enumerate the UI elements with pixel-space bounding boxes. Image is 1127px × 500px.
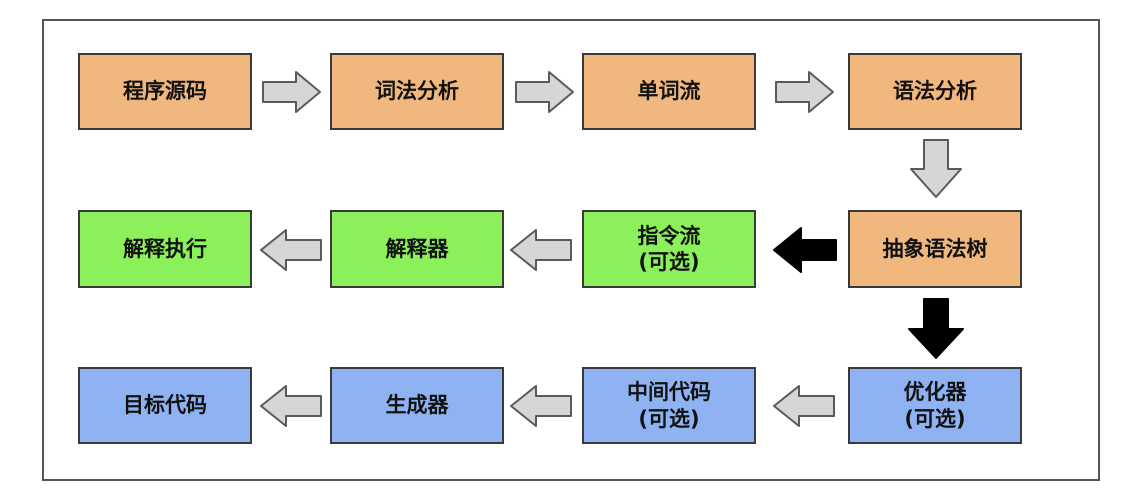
node-syntax-analysis-label: 语法分析 bbox=[893, 79, 977, 104]
arrow-right-icon bbox=[262, 71, 321, 113]
arrow-left-icon bbox=[510, 229, 572, 271]
arrow-right-icon bbox=[515, 71, 574, 113]
node-instruction-stream-optional: (可选) bbox=[638, 250, 700, 274]
node-target-code: 目标代码 bbox=[78, 367, 252, 444]
node-syntax-analysis: 语法分析 bbox=[848, 53, 1022, 130]
node-generator: 生成器 bbox=[330, 367, 504, 444]
node-optimizer-optional: (可选) bbox=[904, 406, 966, 431]
arrow-left-icon bbox=[260, 229, 322, 271]
node-ast-label: 抽象语法树 bbox=[882, 236, 988, 261]
arrow-left-icon bbox=[773, 385, 835, 427]
arrow-right-icon bbox=[775, 71, 834, 113]
node-token-stream: 单词流 bbox=[582, 53, 756, 130]
node-optimizer: 优化器 (可选) bbox=[848, 367, 1022, 444]
node-instruction-stream-label: 指令流 bbox=[637, 223, 701, 248]
node-intermediate-code-optional: (可选) bbox=[638, 406, 700, 431]
arrow-left-icon bbox=[260, 385, 322, 427]
node-interpreter-label: 解释器 bbox=[385, 236, 449, 261]
node-interpret-execute-label: 解释执行 bbox=[123, 236, 207, 261]
arrow-left-bold-icon bbox=[773, 227, 837, 273]
node-token-stream-label: 单词流 bbox=[637, 79, 701, 104]
node-target-code-label: 目标代码 bbox=[123, 393, 207, 418]
node-source-code-label: 程序源码 bbox=[123, 79, 207, 104]
node-instruction-stream: 指令流 (可选) bbox=[582, 210, 756, 288]
node-generator-label: 生成器 bbox=[385, 393, 449, 418]
node-optimizer-label: 优化器 bbox=[903, 380, 967, 405]
node-interpret-execute: 解释执行 bbox=[78, 210, 252, 288]
node-interpreter: 解释器 bbox=[330, 210, 504, 288]
arrow-left-icon bbox=[510, 385, 572, 427]
node-ast: 抽象语法树 bbox=[848, 210, 1022, 288]
node-lexical-analysis-label: 词法分析 bbox=[375, 79, 459, 104]
arrow-down-bold-icon bbox=[908, 298, 964, 359]
node-intermediate-code: 中间代码 (可选) bbox=[582, 367, 756, 444]
node-source-code: 程序源码 bbox=[78, 53, 252, 130]
arrow-down-icon bbox=[910, 139, 962, 198]
node-lexical-analysis: 词法分析 bbox=[330, 53, 504, 130]
node-intermediate-code-label: 中间代码 bbox=[627, 380, 711, 405]
